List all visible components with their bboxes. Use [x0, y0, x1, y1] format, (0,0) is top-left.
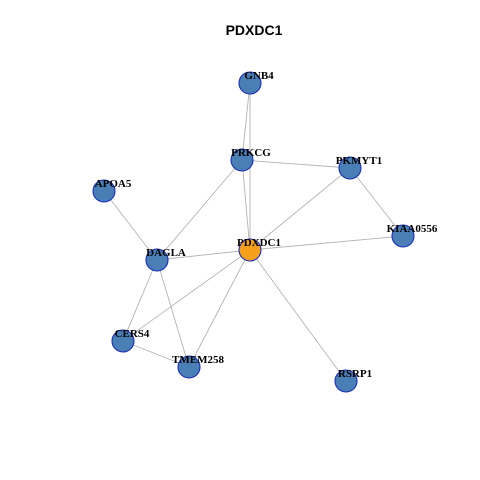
edge-pkmyt1-pdxdc1: [249, 167, 351, 251]
node-rsrp1: [334, 369, 358, 393]
node-label-apoa5: APOA5: [95, 178, 132, 190]
node-label-prkcg: PRKCG: [231, 147, 271, 159]
node-pkmyt1: [338, 156, 362, 180]
node-kiaa0556: [391, 224, 415, 248]
edge-pdxdc1-kiaa0556: [249, 235, 404, 251]
graph-title: PDXDC1: [226, 22, 283, 38]
node-label-tmem258: TMEM258: [172, 354, 224, 366]
edge-dagla-cers4: [122, 259, 158, 342]
node-label-pkmyt1: PKMYT1: [336, 155, 382, 167]
node-label-pdxdc1: PDXDC1: [237, 237, 281, 249]
edge-dagla-tmem258: [156, 259, 190, 368]
node-label-kiaa0556: KIAA0556: [387, 223, 438, 235]
edge-pdxdc1-cers4: [122, 249, 251, 342]
node-pdxdc1: [238, 238, 262, 262]
node-gnb4: [238, 71, 262, 95]
edge-prkcg-dagla: [156, 159, 243, 261]
edge-prkcg-pdxdc1: [241, 159, 251, 251]
node-label-gnb4: GNB4: [244, 70, 274, 82]
edge-pkmyt1-kiaa0556: [349, 167, 404, 237]
node-cers4: [111, 329, 135, 353]
node-label-dagla: DAGLA: [146, 247, 186, 259]
edge-gnb4-prkcg: [241, 82, 251, 161]
node-apoa5: [92, 179, 116, 203]
edge-apoa5-dagla: [103, 190, 158, 261]
edge-layer: [103, 82, 404, 382]
edge-prkcg-pkmyt1: [241, 159, 351, 169]
node-layer: [92, 71, 415, 393]
node-tmem258: [177, 355, 201, 379]
node-label-cers4: CERS4: [115, 328, 150, 340]
node-dagla: [145, 248, 169, 272]
node-label-rsrp1: RSRP1: [338, 368, 372, 380]
edge-cers4-tmem258: [122, 340, 190, 368]
edge-pdxdc1-tmem258: [188, 249, 251, 368]
node-prkcg: [230, 148, 254, 172]
edge-pdxdc1-rsrp1: [249, 249, 347, 382]
edge-dagla-pdxdc1: [156, 249, 251, 261]
